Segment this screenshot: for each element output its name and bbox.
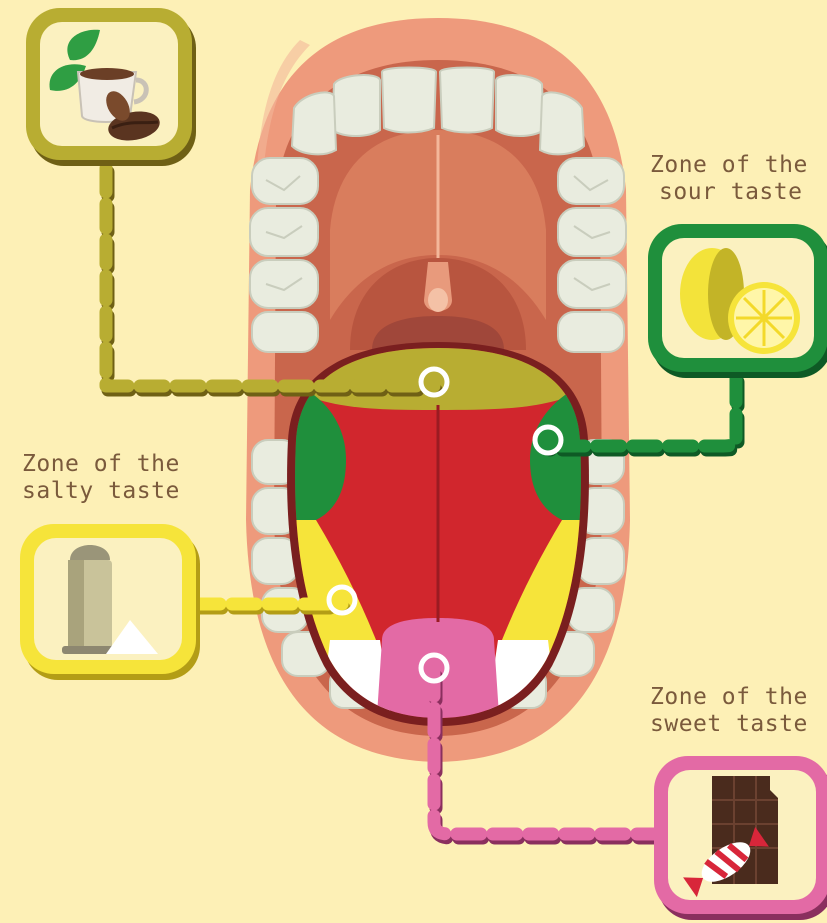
salty-zone-label: Zone of the salty taste bbox=[22, 451, 180, 505]
salty-label-line1: Zone of the bbox=[22, 451, 180, 478]
bitter-icon-box bbox=[26, 8, 196, 166]
salty-icon-box bbox=[20, 524, 200, 680]
sweet-zone-label: Zone of the sweet taste bbox=[650, 684, 808, 738]
sour-label-line2: sour taste bbox=[650, 179, 808, 206]
sweet-icon-box bbox=[654, 756, 827, 920]
salty-label-line2: salty taste bbox=[22, 478, 180, 505]
sour-label-line1: Zone of the bbox=[650, 152, 808, 179]
sour-zone-label: Zone of the sour taste bbox=[650, 152, 808, 206]
sweet-label-line2: sweet taste bbox=[650, 711, 808, 738]
sweet-label-line1: Zone of the bbox=[650, 684, 808, 711]
sour-icon-box bbox=[648, 224, 827, 378]
